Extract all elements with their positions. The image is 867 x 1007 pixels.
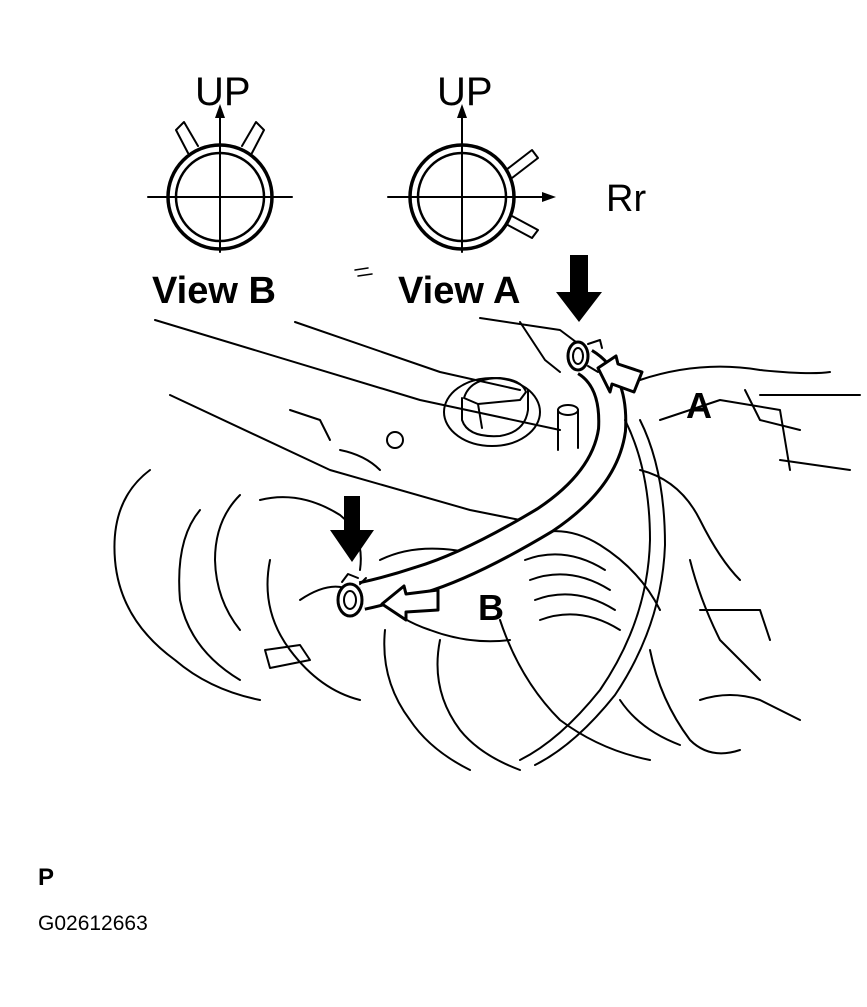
black-down-arrow-icon bbox=[330, 496, 374, 562]
view-b-clamp-detail bbox=[147, 104, 293, 253]
callout-a: A bbox=[686, 385, 712, 426]
coolant-hose bbox=[358, 349, 628, 611]
view-a-title: View A bbox=[398, 270, 521, 312]
view-a-direction-label: Rr bbox=[606, 178, 647, 220]
clamp-ring-icon bbox=[408, 143, 516, 251]
figure-id: G02612663 bbox=[38, 912, 148, 935]
view-b-title: View B bbox=[152, 270, 276, 312]
view-b-up-label: UP bbox=[195, 70, 251, 114]
up-arrow-icon bbox=[457, 104, 467, 118]
clamp-a bbox=[566, 339, 603, 373]
clamp-ring-icon bbox=[166, 143, 274, 251]
engine-outline bbox=[113, 317, 861, 771]
view-a-clamp-detail bbox=[387, 104, 556, 253]
view-a-arrow-icon bbox=[596, 354, 644, 394]
callout-b: B bbox=[478, 587, 504, 628]
view-a-up-label: UP bbox=[437, 70, 493, 114]
clamp-b bbox=[336, 573, 367, 618]
view-b-arrow-icon bbox=[380, 584, 440, 622]
black-down-arrow-icon bbox=[556, 255, 602, 322]
up-arrow-icon bbox=[215, 104, 225, 118]
rear-arrow-icon bbox=[542, 192, 556, 202]
section-code: P bbox=[38, 864, 55, 891]
